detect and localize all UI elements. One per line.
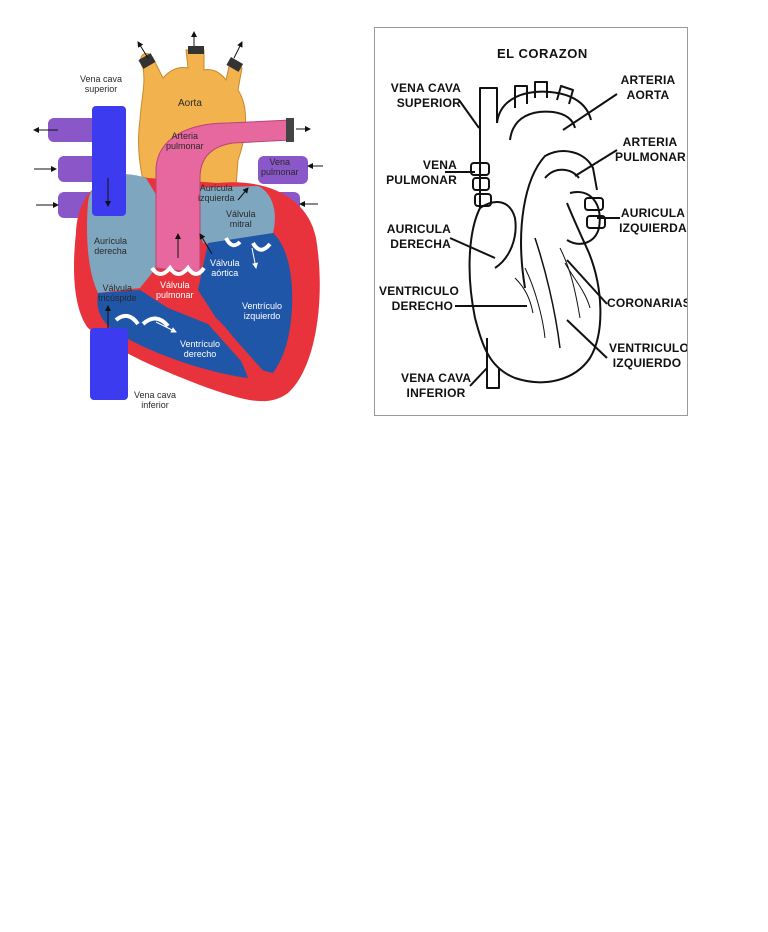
label-coronarias-r: CORONARIAS	[607, 296, 688, 310]
label-aorta: Aorta	[178, 98, 202, 109]
pulmonary-vein-right	[258, 156, 308, 184]
pulmonary-valve-shape	[150, 264, 206, 276]
left-ventricle-shape	[198, 233, 293, 373]
pulmonary-artery-shape	[155, 119, 291, 274]
vena-cava-superior-shape	[92, 106, 126, 216]
vena-cava-inferior-shape	[90, 328, 128, 400]
colored-heart-illustration	[33, 31, 323, 402]
diagram-title: EL CORAZON	[497, 46, 588, 61]
heart-line-drawing	[445, 81, 620, 389]
pulmonary-vein-left-upper	[48, 118, 98, 142]
right-ventricle-shape	[97, 290, 248, 378]
